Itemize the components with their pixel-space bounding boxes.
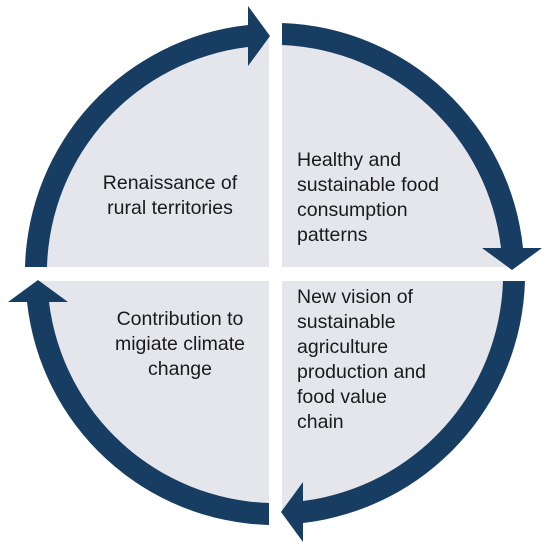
label-sustainable-agriculture-vision: New vision of sustainable agriculture pr… bbox=[297, 286, 427, 433]
arrow-top-right-arc bbox=[282, 23, 542, 270]
label-healthy-food-consumption: Healthy and sustainable food consumption… bbox=[297, 149, 440, 246]
quadrant-bottom-right bbox=[282, 281, 513, 512]
quadrant-top-right bbox=[282, 36, 513, 267]
quadrant-bottom-left bbox=[38, 281, 269, 512]
label-renaissance-rural-territories: Renaissance of rural territories bbox=[102, 172, 238, 219]
label-climate-change-contribution: Contribution to migiate climate change bbox=[114, 308, 246, 380]
arrow-bottom-left-arc bbox=[8, 280, 269, 525]
arrow-top-left-arc bbox=[25, 6, 270, 267]
arrow-bottom-right-arc bbox=[281, 281, 525, 542]
quadrant-top-left bbox=[38, 36, 269, 267]
